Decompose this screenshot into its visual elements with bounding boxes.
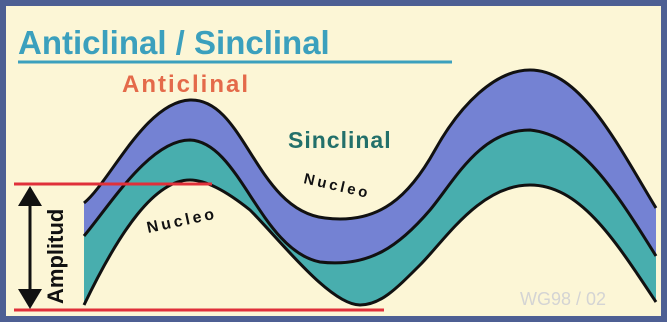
amplitude-arrow [18,186,42,309]
upper-boundary-line [83,68,658,221]
diagram-title: Anticlinal / Sinclinal [18,24,330,61]
syncline-label: Sinclinal [288,127,392,153]
lower-boundary-line [82,178,658,307]
anticline-label: Anticlinal [122,71,250,98]
credit-text: WG98 / 02 [520,289,606,309]
lower-rock-layer [84,130,656,305]
middle-boundary-line [82,128,658,265]
syncline-core-label: Nucleo [302,170,372,202]
upper-rock-layer [84,70,656,263]
anticline-core-label: Nucleo [145,205,218,236]
amplitude-label: Amplitud [43,209,68,304]
